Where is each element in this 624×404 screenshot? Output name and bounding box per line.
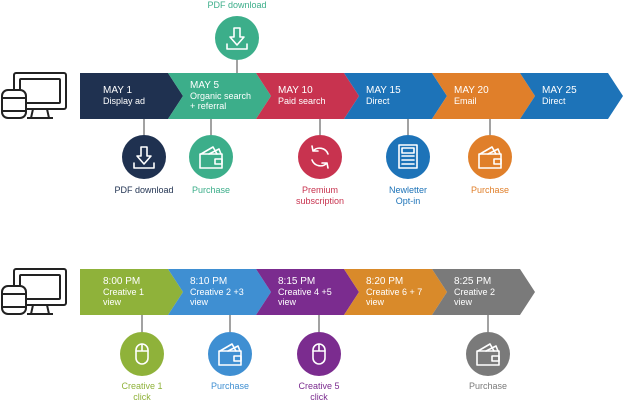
top_row-step-1-chevron bbox=[80, 73, 183, 119]
top_row-step-label: Direct bbox=[366, 96, 390, 106]
mouse-icon bbox=[312, 343, 326, 365]
event-circle bbox=[297, 332, 341, 376]
bottom_row-event-2: Purchase bbox=[208, 315, 252, 391]
bottom_row-step-date: 8:00 PM bbox=[103, 276, 140, 287]
top_row-above-event-label: PDF download bbox=[207, 0, 266, 10]
top_row-step-label: Direct bbox=[542, 96, 566, 106]
bottom_row-step-1-chevron bbox=[80, 269, 183, 315]
top_row-event-label: subscription bbox=[296, 196, 344, 206]
refresh-icon bbox=[311, 145, 329, 169]
top_row-step-date: MAY 25 bbox=[542, 85, 577, 96]
bottom_row-step-label: view bbox=[366, 297, 385, 307]
bottom_row-step-5-chevron bbox=[432, 269, 535, 315]
bottom_row-event-label: Creative 5 bbox=[298, 381, 339, 391]
top_row-step-label: Paid search bbox=[278, 96, 326, 106]
top_row-step-label: Display ad bbox=[103, 96, 145, 106]
top_row-step-6-chevron bbox=[520, 73, 623, 119]
event-circle bbox=[466, 332, 510, 376]
bottom_row-step-2-chevron bbox=[168, 269, 271, 315]
event-circle bbox=[298, 135, 342, 179]
top_row-step-label: Organic search bbox=[190, 91, 251, 101]
wallet-icon bbox=[476, 343, 500, 366]
download-icon bbox=[133, 146, 155, 169]
top_row-step-date: MAY 5 bbox=[190, 80, 220, 91]
event-circle bbox=[122, 135, 166, 179]
top_row-event-1: PDF download bbox=[114, 119, 174, 195]
bottom_row-event-label: Purchase bbox=[469, 381, 507, 391]
top_row-step-3-chevron bbox=[256, 73, 359, 119]
top_row-event-label: Purchase bbox=[471, 185, 509, 195]
bottom_row-event-4: Purchase bbox=[466, 315, 510, 391]
devices-icon-bottom bbox=[1, 268, 67, 315]
event-circle bbox=[208, 332, 252, 376]
bottom_row-step-label: view bbox=[454, 297, 473, 307]
bottom_row-step-label: view bbox=[103, 297, 122, 307]
bottom_row-step-date: 8:15 PM bbox=[278, 276, 315, 287]
event-circle bbox=[468, 135, 512, 179]
bottom_row-step-label: Creative 1 bbox=[103, 287, 144, 297]
event-circle bbox=[215, 16, 259, 60]
top_row-step-date: MAY 20 bbox=[454, 85, 489, 96]
event-circle bbox=[120, 332, 164, 376]
top_row-event-label: Opt-in bbox=[396, 196, 421, 206]
top_row-step-date: MAY 1 bbox=[103, 85, 133, 96]
bottom_row-event-label: Purchase bbox=[211, 381, 249, 391]
newsletter-icon bbox=[398, 144, 418, 169]
bottom_row-step-label: view bbox=[278, 297, 297, 307]
bottom_row-step-label: Creative 2 +3 bbox=[190, 287, 244, 297]
wallet-icon bbox=[478, 146, 502, 169]
top_row-step-4-chevron bbox=[344, 73, 447, 119]
bottom_row-step-date: 8:25 PM bbox=[454, 276, 491, 287]
bottom_row-step-label: Creative 6 + 7 bbox=[366, 287, 422, 297]
top_row-step-label: Email bbox=[454, 96, 477, 106]
top_row-event-label: Purchase bbox=[192, 185, 230, 195]
top_row-step-label: + referral bbox=[190, 101, 226, 111]
bottom_row-event-label: click bbox=[133, 392, 151, 402]
bottom_row-step-date: 8:20 PM bbox=[366, 276, 403, 287]
wallet-icon bbox=[218, 343, 242, 366]
bottom_row-step-label: Creative 4 +5 bbox=[278, 287, 332, 297]
bottom_row-step-4-chevron bbox=[344, 269, 447, 315]
top_row-event-2: Purchase bbox=[189, 119, 233, 195]
bottom_row-event-label: click bbox=[310, 392, 328, 402]
top_row-step-date: MAY 15 bbox=[366, 85, 401, 96]
top_row-step-date: MAY 10 bbox=[278, 85, 313, 96]
bottom_row-step-date: 8:10 PM bbox=[190, 276, 227, 287]
event-circle bbox=[386, 135, 430, 179]
bottom_row-step-label: view bbox=[190, 297, 209, 307]
top_row-event-label: Premium bbox=[302, 185, 338, 195]
top_row-event-label: PDF download bbox=[114, 185, 173, 195]
bottom_row-event-label: Creative 1 bbox=[121, 381, 162, 391]
top_row-step-2-chevron bbox=[168, 73, 271, 119]
bottom_row-step-label: Creative 2 bbox=[454, 287, 495, 297]
top_row-event-5: Purchase bbox=[468, 119, 512, 195]
event-circle bbox=[189, 135, 233, 179]
download-icon bbox=[226, 27, 248, 50]
bottom_row-step-3-chevron bbox=[256, 269, 359, 315]
top_row-step-5-chevron bbox=[432, 73, 535, 119]
wallet-icon bbox=[199, 146, 223, 169]
devices-icon-top bbox=[1, 72, 67, 119]
top_row-above-event-1: PDF download bbox=[207, 0, 267, 73]
mouse-icon bbox=[135, 343, 149, 365]
top_row-event-label: Newletter bbox=[389, 185, 427, 195]
